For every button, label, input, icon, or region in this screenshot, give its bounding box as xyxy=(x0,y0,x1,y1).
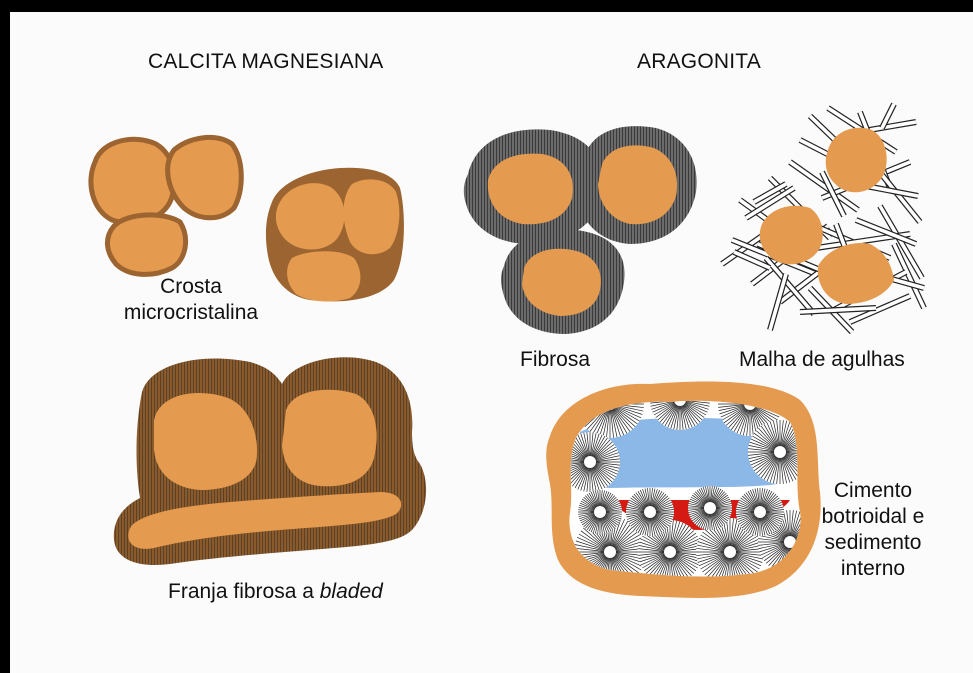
botryoid-fan xyxy=(688,486,732,530)
label-botryoidal-line3: sedimento xyxy=(818,530,928,555)
botryoidal-cement-cavity xyxy=(546,370,822,598)
label-botryoidal-line1: Cimento xyxy=(818,478,928,503)
heading-aragonite: ARAGONITA xyxy=(637,49,761,74)
botryoid-fan xyxy=(736,488,784,536)
micritic-crust-grains xyxy=(91,137,241,274)
figure-panel: CALCITA MAGNESIANA ARAGONITA Crosta micr… xyxy=(10,12,973,673)
label-bladed-fringe: Franja fibrosa a bladed xyxy=(168,579,383,604)
label-bladed-fringe-italic: bladed xyxy=(320,580,383,603)
label-needle-mesh: Malha de agulhas xyxy=(739,347,905,372)
fibrous-aragonite-grains xyxy=(464,126,697,334)
label-botryoidal-line4: interno xyxy=(818,556,928,581)
heading-calcite: CALCITA MAGNESIANA xyxy=(148,49,383,74)
label-fibrous: Fibrosa xyxy=(520,347,590,372)
aragonite-needle-mesh xyxy=(722,104,924,332)
micritic-crust-cemented-block xyxy=(266,168,404,302)
label-crust-line2: microcristalina xyxy=(106,300,276,325)
botryoid-fan xyxy=(626,488,674,536)
label-botryoidal-line2: botrioidal e xyxy=(818,504,928,529)
label-bladed-fringe-text: Franja fibrosa a xyxy=(168,580,320,603)
bladed-fringe-cement xyxy=(114,357,426,565)
label-crust-line1: Crosta xyxy=(116,274,266,299)
botryoid-fan xyxy=(578,490,622,534)
